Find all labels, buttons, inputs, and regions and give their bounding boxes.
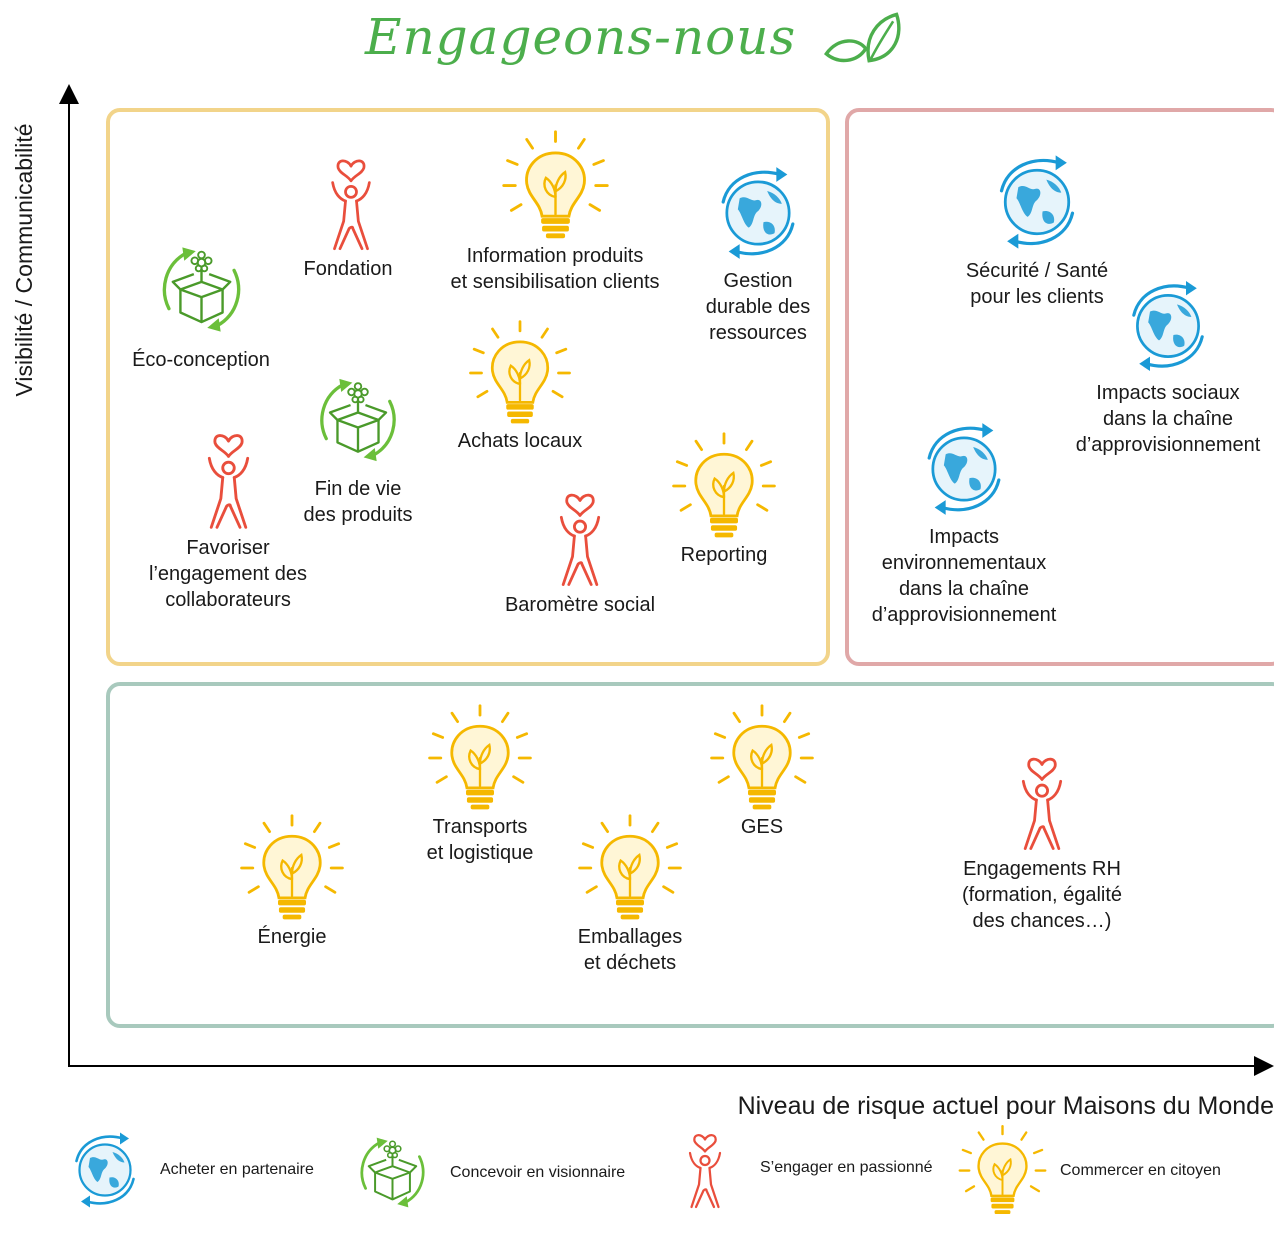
globe-icon: [909, 414, 1019, 524]
item-label: Information produits et sensibilisation …: [450, 245, 660, 293]
person-heart-icon: [296, 146, 406, 256]
item-transports: Transports et logistique: [412, 702, 548, 866]
item-info-produits: Information produits et sensibilisation …: [435, 128, 675, 295]
legend-item-commercer: Commercer en citoyen: [955, 1123, 1221, 1218]
item-label: Énergie: [257, 926, 327, 948]
item-label: Fin de vie des produits: [303, 478, 413, 526]
globe-icon: [981, 146, 1093, 258]
item-label: Engagements RH (formation, égalité des c…: [961, 858, 1123, 932]
item-label: Reporting: [680, 544, 768, 566]
item-emballages: Emballages et déchets: [560, 812, 700, 976]
globe-icon: [1114, 272, 1222, 380]
page-title: Engageons-nous: [0, 8, 1274, 71]
item-reporting: Reporting: [656, 430, 792, 568]
item-ges: GES: [706, 702, 818, 840]
item-achats-locaux: Achats locaux: [440, 318, 600, 454]
person-heart-icon: [524, 480, 636, 592]
lightbulb-icon: [236, 812, 348, 924]
item-barometre: Baromètre social: [490, 480, 670, 618]
legend-label: Acheter en partenaire: [160, 1161, 314, 1178]
item-energie: Énergie: [236, 812, 348, 950]
box-recycle-icon: [144, 232, 259, 347]
item-label: GES: [740, 816, 784, 838]
leaf-icon: [819, 11, 909, 71]
item-label: Impacts environnementaux dans la chaîne …: [871, 526, 1057, 626]
item-label: Emballages et déchets: [577, 926, 683, 974]
title-text: Engageons-nous: [364, 8, 797, 66]
item-label: Fondation: [303, 258, 393, 280]
item-label: Impacts sociaux dans la chaîne d’approvi…: [1075, 382, 1261, 456]
y-axis-line: [68, 100, 70, 1066]
legend-label: Concevoir en visionnaire: [450, 1163, 626, 1181]
box-low-visibility: [106, 682, 1274, 1028]
globe-icon: [703, 158, 813, 268]
item-securite: Sécurité / Santé pour les clients: [942, 146, 1132, 310]
y-axis-label: Visibilité / Communicabilité: [11, 123, 37, 397]
item-eco-conception: Éco-conception: [118, 232, 284, 373]
box-recycle-icon: [345, 1125, 440, 1220]
lightbulb-icon: [668, 430, 780, 542]
item-label: Gestion durable des ressources: [705, 270, 811, 344]
globe-icon: [60, 1125, 150, 1215]
person-heart-icon: [660, 1123, 750, 1213]
item-label: Favoriser l’engagement des collaborateur…: [149, 537, 307, 611]
lightbulb-icon: [706, 702, 818, 814]
item-favoriser: Favoriser l’engagement des collaborateur…: [138, 420, 318, 613]
item-label: Baromètre social: [504, 594, 656, 616]
lightbulb-icon: [498, 128, 613, 243]
box-high-visibility-low-risk: [106, 108, 830, 666]
item-label: Éco-conception: [132, 349, 270, 371]
lightbulb-icon: [424, 702, 536, 814]
legend-label: Commercer en citoyen: [1060, 1161, 1221, 1179]
item-fin-de-vie: Fin de vie des produits: [288, 364, 428, 528]
lightbulb-icon: [465, 318, 575, 428]
legend: Acheter en partenaire Concevoir en visio…: [0, 1065, 1274, 1234]
item-impacts-env: Impacts environnementaux dans la chaîne …: [858, 414, 1070, 628]
x-axis-arrow-icon: [1254, 1056, 1274, 1076]
item-label: Achats locaux: [457, 430, 583, 452]
legend-item-engager: S’engager en passionné: [660, 1123, 933, 1213]
item-engagements-rh: Engagements RH (formation, égalité des c…: [944, 744, 1140, 934]
legend-item-acheter: Acheter en partenaire: [60, 1125, 314, 1215]
person-heart-icon: [986, 744, 1098, 856]
item-label: Sécurité / Santé pour les clients: [965, 260, 1109, 308]
lightbulb-icon: [955, 1123, 1050, 1218]
y-axis-arrow-icon: [59, 84, 79, 104]
box-recycle-icon: [302, 364, 414, 476]
item-impacts-sociaux: Impacts sociaux dans la chaîne d’approvi…: [1064, 272, 1272, 458]
item-label: Transports et logistique: [426, 816, 534, 864]
legend-item-concevoir: Concevoir en visionnaire: [345, 1125, 625, 1220]
box-high-risk: [845, 108, 1274, 666]
item-gestion-durable: Gestion durable des ressources: [688, 158, 828, 346]
lightbulb-icon: [574, 812, 686, 924]
person-heart-icon: [171, 420, 286, 535]
x-axis-label: Niveau de risque actuel pour Maisons du …: [737, 1092, 1274, 1120]
x-axis-line: [68, 1065, 1260, 1067]
item-fondation: Fondation: [296, 146, 400, 282]
legend-label: S’engager en passionné: [760, 1159, 933, 1176]
